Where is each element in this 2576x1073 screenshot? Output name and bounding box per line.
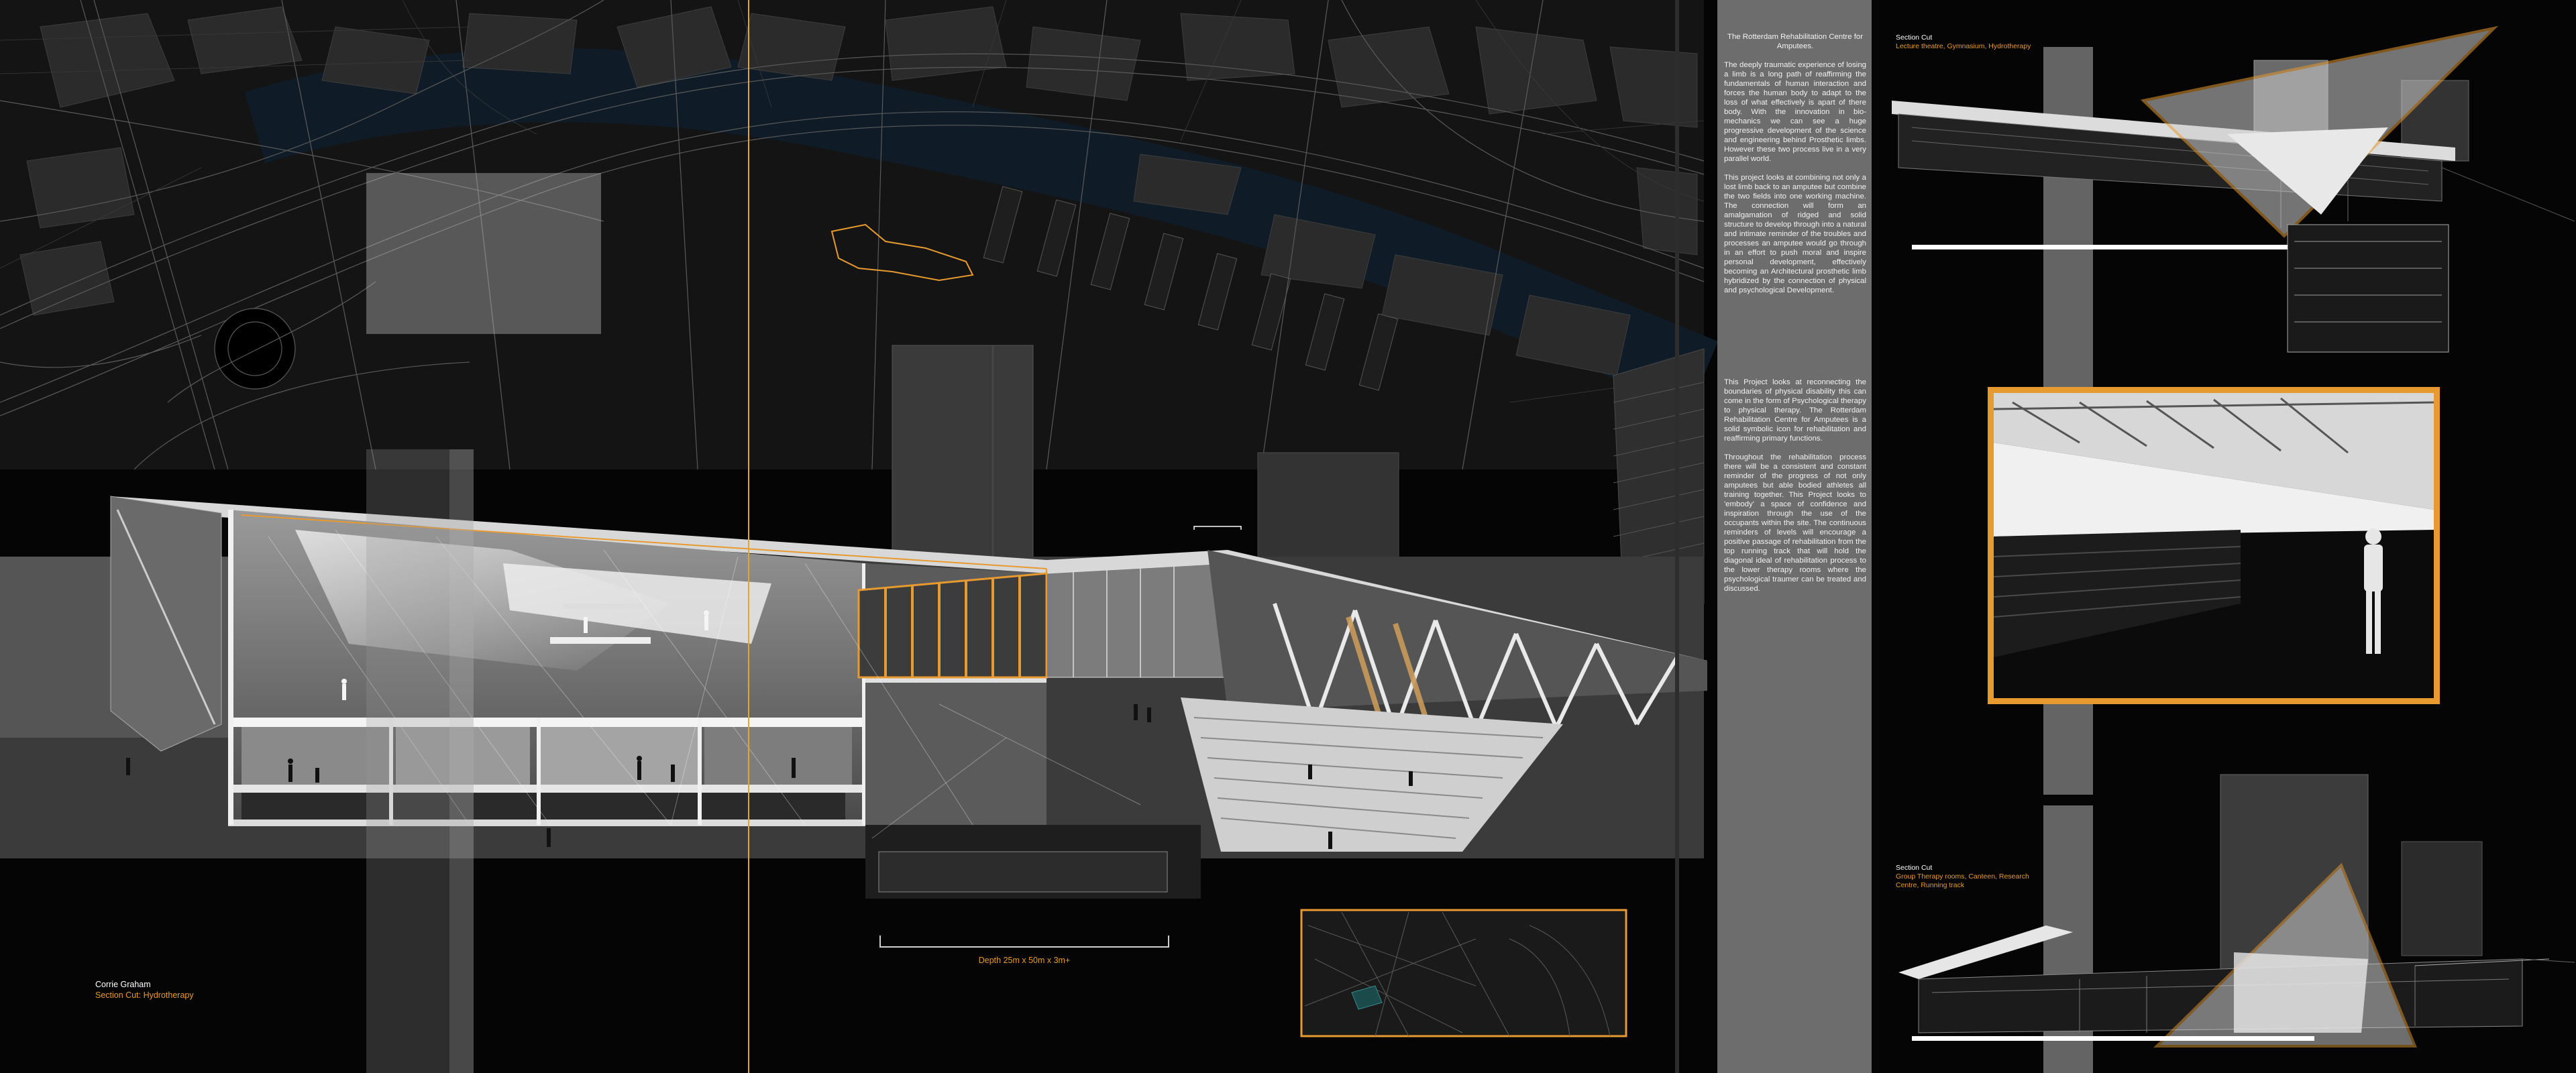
section-cut-2-subtitle: Group Therapy rooms, Canteen, Research C… [1896, 872, 2029, 889]
section-cut-2-drawing [1898, 774, 2575, 1048]
essay-panel [1717, 0, 1872, 1073]
author-section-label: Section Cut: Hydrotherapy [95, 991, 194, 1000]
map-road-lines [0, 0, 1705, 470]
essay-paragraph-3: This Project looks at reconnecting the b… [1724, 378, 1866, 443]
tower-center [892, 345, 1034, 574]
section-cut-1-subtitle: Lecture theatre, Gymnasium, Hydrotherapy [1896, 42, 2031, 50]
person-silhouette [2364, 528, 2383, 654]
key-plan-map [1300, 909, 1627, 1037]
overlay-strip-left [366, 449, 474, 1073]
essay-paragraph-1: The deeply traumatic experience of losin… [1724, 61, 1866, 163]
site-location-highlight [830, 223, 974, 282]
map-docks [983, 186, 1399, 391]
interior-render [1988, 387, 2440, 704]
building-section-drawing [110, 496, 1707, 899]
section-cut-2-caption: Section Cut Group Therapy rooms, Canteen… [1896, 864, 2030, 890]
section-cut-1-drawing [1892, 25, 2575, 353]
essay-text-block-2: This Project looks at reconnecting the b… [1724, 378, 1866, 594]
section-cut-1-caption: Section Cut Lecture theatre, Gymnasium, … [1896, 34, 2097, 51]
essay-paragraph-2: This project looks at combining not only… [1724, 174, 1866, 294]
section-cut-2-label: Section Cut [1896, 864, 1933, 872]
essay-title: The Rotterdam Rehabilitation Centre for … [1727, 33, 1863, 50]
depth-dimension-bracket [879, 936, 1169, 948]
key-plan-frame [1300, 909, 1627, 1037]
map-secondary-streets [0, 0, 1705, 403]
map-overlay-square [366, 173, 601, 334]
author-caption: Corrie Graham Section Cut: Hydrotherapy [95, 979, 310, 1001]
author-name: Corrie Graham [95, 980, 151, 989]
tower-right [1257, 452, 1399, 567]
essay-paragraph-4: Throughout the rehabilitation process th… [1724, 453, 1866, 593]
essay-text-block: The Rotterdam Rehabilitation Centre for … [1724, 32, 1866, 295]
map-building-blocks [19, 6, 1698, 376]
depth-dimension-label: Depth 25m x 50m x 3m+ [978, 956, 1071, 965]
section-cut-1-label: Section Cut [1896, 34, 1933, 42]
